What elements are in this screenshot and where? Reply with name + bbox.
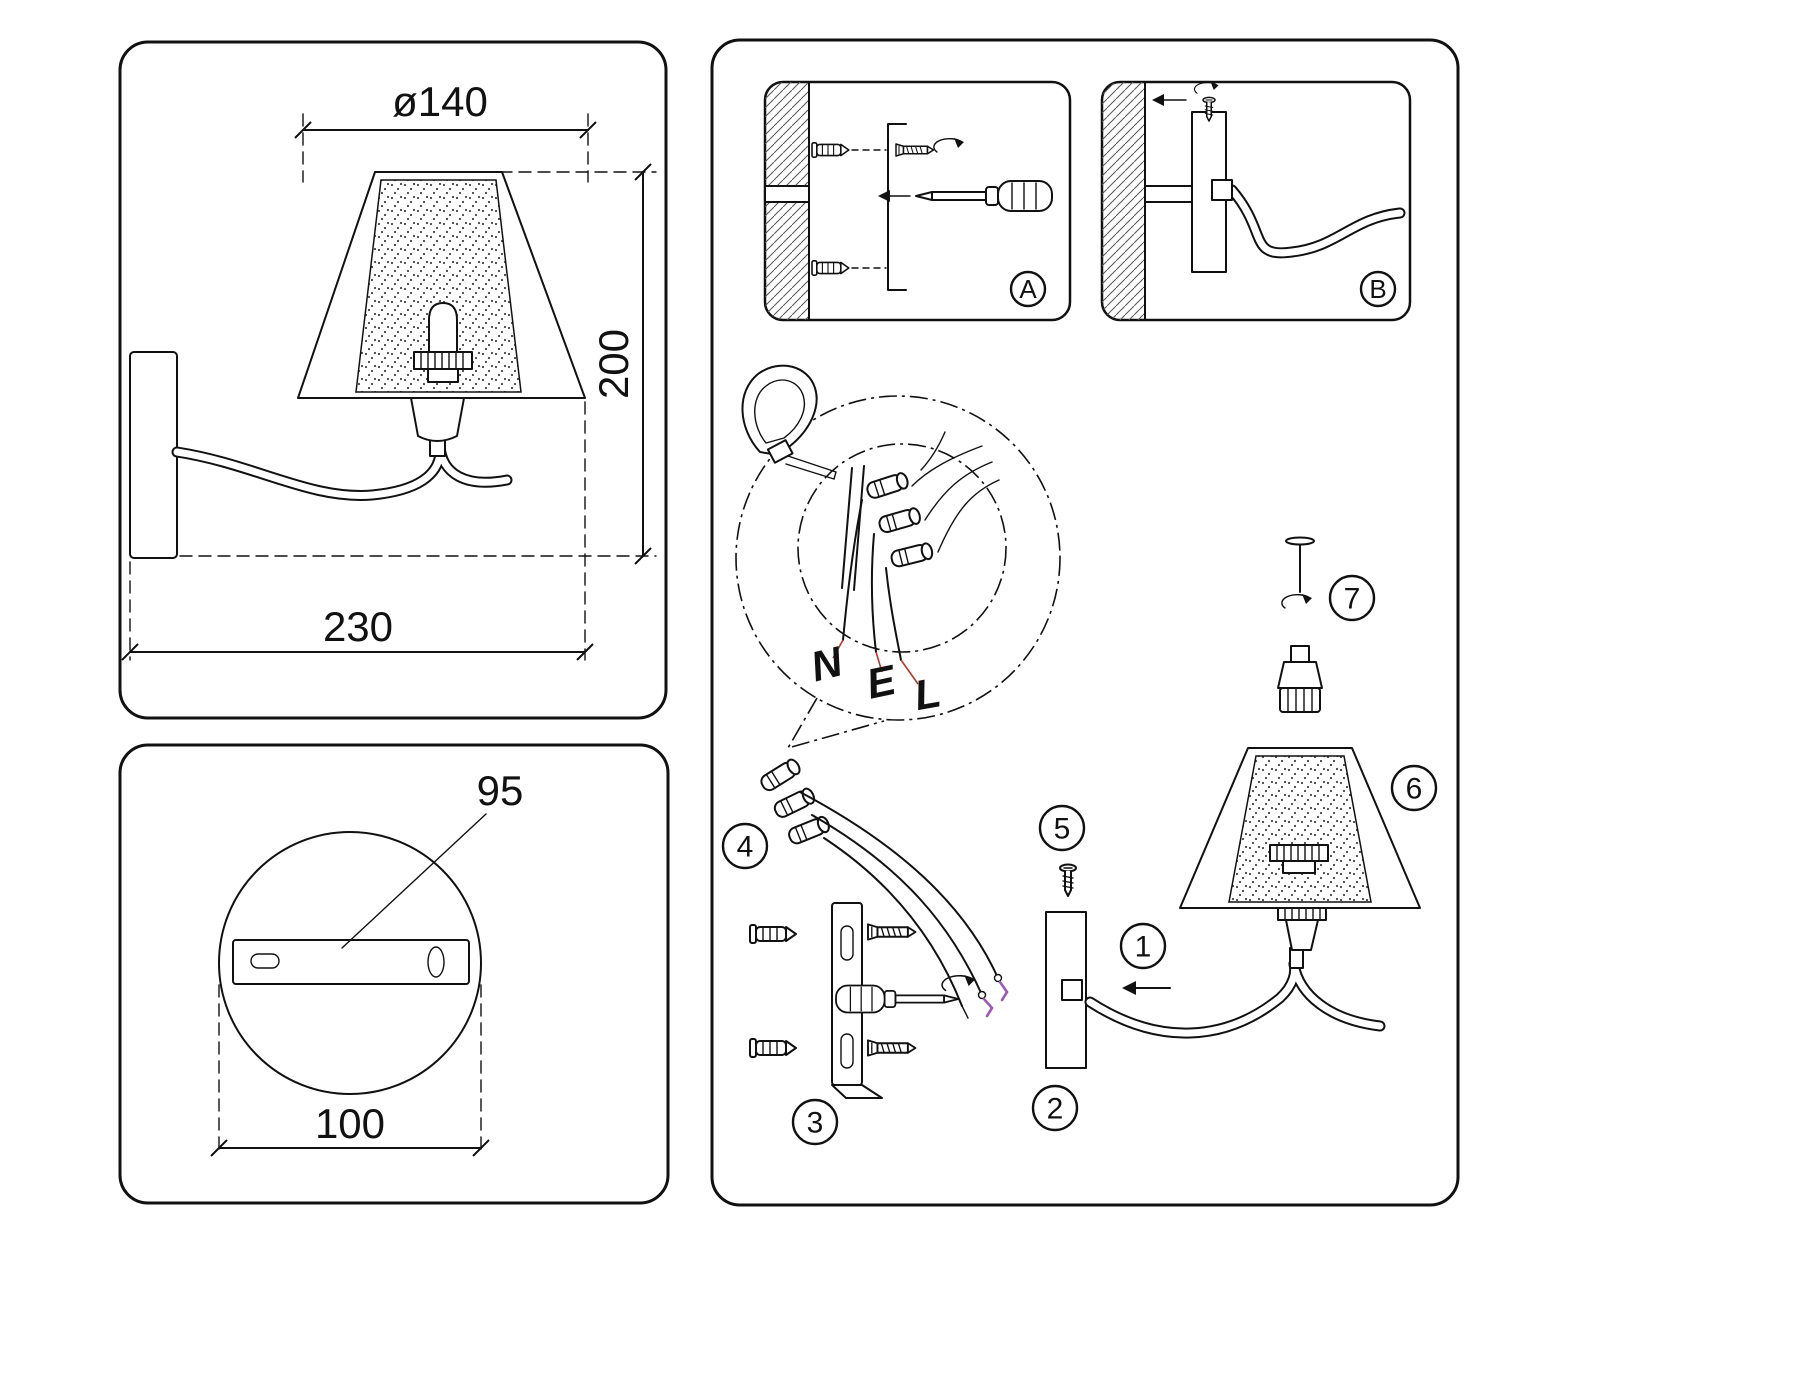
dimension-diameter: ø140 — [294, 78, 597, 183]
part-4-label: 4 — [737, 831, 754, 864]
direction-arrow — [1152, 94, 1164, 106]
side-view-lamp — [129, 171, 586, 559]
part-6-badge — [1390, 764, 1438, 812]
part-6-shade: 6 — [1179, 747, 1438, 969]
cable-b-inner — [1228, 186, 1404, 257]
panel-side-view: ø140 200 230 — [118, 40, 668, 720]
cable-tie-icon — [741, 364, 837, 480]
part-4-harness: 4 — [721, 756, 1009, 1019]
bracket-side-view — [887, 123, 907, 291]
backplate-circle — [218, 831, 482, 1095]
inset-step-b: B — [1100, 80, 1412, 322]
part-5-set-screw: 5 — [1038, 804, 1086, 897]
dim-plate-width-label: 100 — [315, 1100, 385, 1147]
finial-pin-head — [1285, 536, 1315, 546]
inset-step-a: A — [763, 80, 1072, 322]
holder-cup — [1277, 661, 1323, 689]
balloon-inner-circle — [797, 443, 1007, 653]
direction-arrow — [1122, 981, 1136, 995]
lamp-stem — [429, 439, 446, 457]
part-1-arm-assembly: 1 — [1084, 922, 1386, 1039]
wire-end-purple — [982, 997, 994, 1018]
wall-section-b — [1102, 82, 1193, 320]
part-6-label: 6 — [1406, 773, 1423, 806]
dim-depth-label: 230 — [323, 603, 393, 650]
mounting-bar-slot — [250, 953, 280, 969]
dim-height-label: 200 — [590, 329, 637, 399]
dimension-hole-spacing: 95 — [341, 767, 524, 949]
bulb-holder-base — [1282, 860, 1316, 874]
terminal-block — [841, 465, 935, 591]
clamp-square — [1061, 979, 1083, 1001]
step-b-badge — [1359, 270, 1397, 308]
screw-icon — [867, 1039, 917, 1057]
part-1-badge — [1119, 922, 1167, 970]
dimension-plate-width: 100 — [210, 984, 490, 1157]
lamp-arm-inner — [173, 442, 444, 499]
wire-end-purple — [998, 980, 1009, 1002]
screw-icon — [895, 143, 935, 157]
lamp-socket — [410, 397, 465, 442]
glass-diffuser — [1228, 755, 1372, 903]
panel-assembly-steps: A B — [710, 38, 1460, 1207]
lamp-arm-inner — [1086, 960, 1299, 1037]
part-7-label: 7 — [1344, 583, 1361, 616]
dim-diameter-label: ø140 — [392, 78, 488, 125]
part-5-label: 5 — [1054, 813, 1071, 846]
part-3-badge — [791, 1098, 839, 1146]
part-1-label: 1 — [1135, 931, 1152, 964]
dim-hole-spacing-label: 95 — [477, 767, 524, 814]
dimension-depth: 230 — [121, 401, 594, 661]
wiring-balloon: N E L — [735, 364, 1061, 750]
step-a-label: A — [1019, 274, 1037, 304]
step-a-badge — [1009, 270, 1047, 308]
screw-icon — [867, 923, 917, 941]
part-3-mounting-kit: 3 — [749, 902, 976, 1146]
balloon-tail — [786, 697, 885, 750]
wall-plate — [129, 351, 178, 559]
balloon-outer-circle — [735, 395, 1061, 721]
part-5-badge — [1038, 804, 1086, 852]
bracket-slot — [840, 925, 854, 961]
part-3-label: 3 — [807, 1107, 824, 1140]
glass-diffuser — [355, 179, 522, 393]
lamp-arm-tail-inner — [1290, 960, 1384, 1030]
direction-arrow — [878, 190, 890, 202]
holder-neck — [1290, 645, 1310, 663]
panel-backplate-view: 95 100 — [118, 743, 670, 1205]
bracket-slot — [840, 1033, 854, 1069]
part-7-holder: 7 — [1277, 536, 1376, 713]
holder-skirt — [1279, 687, 1321, 713]
incoming-wires — [911, 431, 1000, 553]
assembly-frame — [710, 38, 1460, 1207]
wall-section-a — [765, 82, 810, 320]
part-7-badge — [1328, 574, 1376, 622]
dimension-height: 200 — [179, 163, 657, 565]
mounting-bar-hole — [427, 946, 445, 978]
part-2-badge — [1031, 1084, 1079, 1132]
harness-wire — [799, 791, 999, 979]
bracket-foot — [831, 1084, 883, 1099]
clamp-square-b — [1211, 179, 1233, 201]
step-b-label: B — [1369, 274, 1386, 304]
part-2-wall-plate: 2 — [1031, 911, 1087, 1132]
part-4-badge — [721, 822, 769, 870]
part-2-label: 2 — [1047, 1093, 1064, 1126]
harness-wire — [823, 837, 963, 1007]
bulb — [428, 302, 458, 353]
bulb-holder-base — [427, 368, 459, 383]
harness-wire — [811, 814, 983, 996]
